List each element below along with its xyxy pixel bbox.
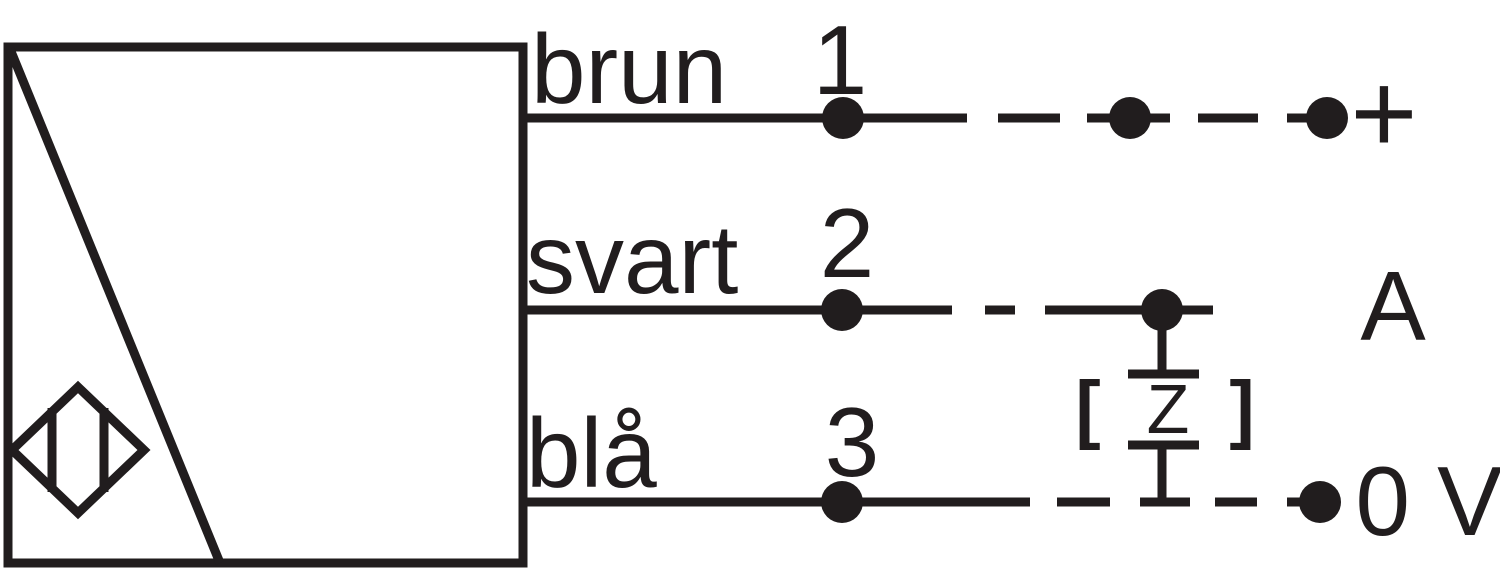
junction-dot — [821, 289, 863, 331]
wire-brown — [523, 97, 1348, 139]
wire-blue — [523, 481, 1341, 523]
inductive-sensor-icon — [5, 380, 151, 520]
pin-number-3: 3 — [824, 387, 880, 497]
sensor-diagonal-line — [5, 47, 225, 565]
terminal-plus-label: + — [1350, 49, 1418, 178]
junction-dot — [1299, 481, 1341, 523]
load-impedance — [1128, 310, 1199, 502]
wire-black — [523, 289, 1213, 331]
wire-brown-label: brun — [531, 14, 728, 124]
wire-blue-label: blå — [526, 398, 657, 508]
junction-dot — [1109, 97, 1151, 139]
load-bracket-right: ] — [1229, 366, 1255, 451]
load-symbol-z: Z — [1146, 370, 1190, 448]
load-bracket-left: [ — [1075, 366, 1101, 451]
terminal-0v-label: 0 V — [1355, 446, 1500, 556]
sensor-box — [3, 42, 528, 568]
terminal-a-label: A — [1360, 251, 1426, 361]
junction-dot — [822, 97, 864, 139]
junction-dot — [821, 481, 863, 523]
pin-number-2: 2 — [819, 188, 875, 298]
pin-number-1: 1 — [812, 5, 868, 115]
wire-black-label: svart — [526, 204, 739, 314]
junction-dot — [1306, 97, 1348, 139]
